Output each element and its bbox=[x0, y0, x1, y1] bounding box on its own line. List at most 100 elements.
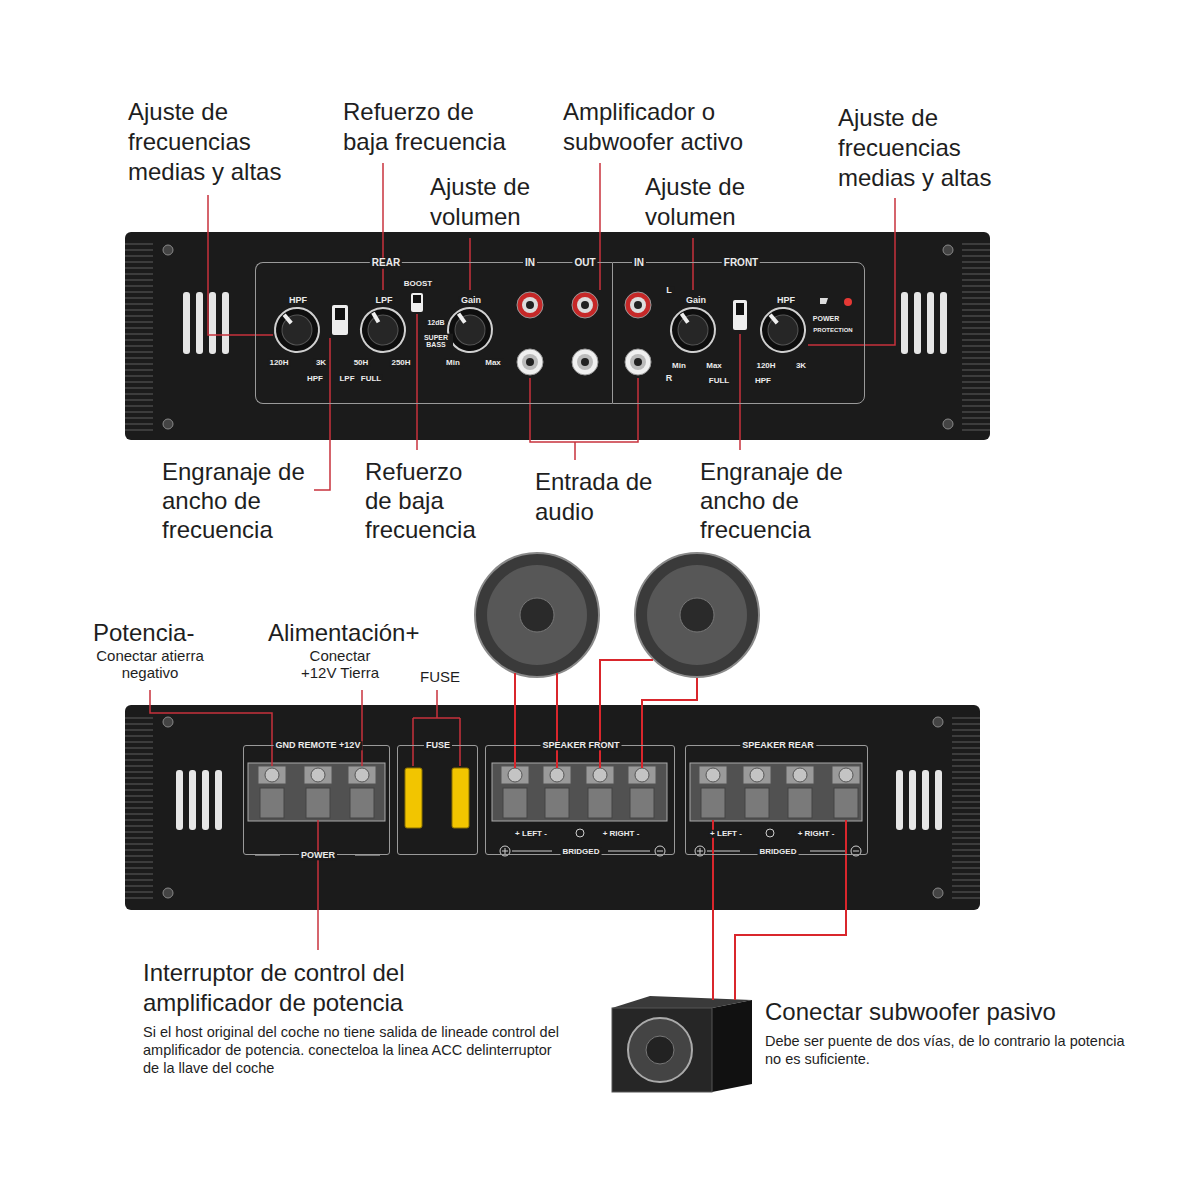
amplifier-control-panel bbox=[209, 292, 216, 354]
speaker bbox=[635, 553, 759, 677]
amplifier-terminal-panel bbox=[933, 888, 943, 898]
subwoofer-box bbox=[612, 1008, 712, 1092]
note-text: FUSE bbox=[420, 668, 460, 685]
terminal-block bbox=[793, 768, 807, 782]
rca-jack bbox=[581, 301, 589, 309]
amplifier-control-panel bbox=[943, 419, 953, 429]
panel-label: + RIGHT - bbox=[796, 830, 837, 838]
panel-section: SPEAKER REAR+ LEFT -+ RIGHT -BRIDGED bbox=[685, 745, 868, 855]
panel-label: IN bbox=[523, 258, 537, 269]
panel-label: FULL bbox=[359, 375, 383, 383]
callout-text: Engranaje de ancho de frecuencia bbox=[700, 457, 870, 544]
slide-switch bbox=[335, 308, 345, 320]
panel-label: + LEFT - bbox=[513, 830, 549, 838]
amplifier-terminal-panel bbox=[125, 705, 980, 910]
amplifier-terminal-panel bbox=[202, 770, 209, 830]
bridge-marking bbox=[576, 829, 584, 837]
terminal-block bbox=[701, 788, 725, 818]
rca-jack bbox=[577, 297, 593, 313]
terminal-block bbox=[258, 766, 286, 784]
panel-label: Min bbox=[444, 359, 462, 367]
terminal-block bbox=[260, 788, 284, 818]
power-led bbox=[820, 298, 828, 304]
panel-label: POWER bbox=[299, 851, 337, 860]
terminal-block bbox=[265, 768, 279, 782]
amplifier-terminal-panel bbox=[125, 705, 980, 910]
amplifier-control-panel bbox=[163, 245, 173, 255]
rca-jack bbox=[517, 349, 543, 375]
terminal-block bbox=[508, 768, 522, 782]
amplifier-control-panel bbox=[940, 292, 947, 354]
panel-section: SPEAKER FRONT+ LEFT -+ RIGHT -BRIDGED bbox=[485, 745, 675, 855]
callout-text: Alimentación+ bbox=[268, 618, 419, 648]
terminal-block bbox=[630, 788, 654, 818]
leader-line bbox=[739, 334, 741, 450]
panel-label: Max bbox=[483, 359, 503, 367]
terminal-block bbox=[743, 766, 771, 784]
panel-label: BOOST bbox=[402, 280, 434, 288]
bridge-marking bbox=[697, 848, 703, 854]
slide-switch bbox=[411, 293, 423, 312]
terminal-block bbox=[832, 766, 860, 784]
speaker-wire bbox=[642, 678, 697, 768]
knob bbox=[449, 309, 491, 351]
rca-jack bbox=[625, 292, 651, 318]
panel-label: + LEFT - bbox=[708, 830, 744, 838]
bridge-marking bbox=[255, 829, 861, 856]
leader-line bbox=[361, 690, 363, 766]
rca-jack bbox=[572, 292, 598, 318]
panel-section: INLRFRONTGainMinMaxFULLHPF120H3KHPFPOWER… bbox=[612, 262, 865, 404]
panel-label: GND REMOTE +12V bbox=[274, 741, 363, 750]
knob bbox=[353, 300, 413, 360]
rca-jack bbox=[517, 292, 543, 318]
amplifier-control-panel bbox=[927, 292, 934, 354]
callout-text: Engranaje de ancho de frecuencia bbox=[162, 457, 332, 544]
knob bbox=[266, 299, 328, 361]
knob bbox=[371, 312, 380, 324]
panel-label: HPF bbox=[287, 296, 309, 305]
power-led bbox=[844, 298, 852, 306]
panel-label: Max bbox=[704, 362, 724, 370]
terminal-block bbox=[258, 766, 860, 784]
bridge-marking bbox=[766, 829, 774, 837]
panel-label: SPEAKER REAR bbox=[740, 741, 816, 750]
knob bbox=[266, 299, 328, 361]
slide-switch bbox=[332, 305, 348, 335]
callout-text: Ajuste de volumen bbox=[645, 172, 775, 232]
amplifier-terminal-panel bbox=[922, 770, 929, 830]
panel-section: REARHPF120H3KHPFLPFLPF50H250HFULLBOOST12… bbox=[255, 262, 505, 404]
terminal-block bbox=[492, 763, 667, 821]
rca-jack bbox=[625, 349, 651, 375]
subwoofer-box bbox=[612, 996, 752, 1092]
rca-jack bbox=[517, 292, 651, 375]
amplifier-terminal-panel bbox=[935, 770, 942, 830]
slide-switch bbox=[736, 303, 744, 315]
amplifier-terminal-panel bbox=[125, 713, 153, 903]
knob bbox=[457, 312, 467, 323]
rca-jack bbox=[522, 354, 538, 370]
terminal-block bbox=[628, 766, 656, 784]
fuse bbox=[405, 768, 422, 828]
terminal-block bbox=[586, 766, 614, 784]
knob bbox=[672, 309, 714, 351]
subwoofer-box bbox=[712, 1000, 752, 1092]
terminal-block bbox=[750, 768, 764, 782]
fuse bbox=[405, 768, 469, 828]
terminal-block bbox=[545, 788, 569, 818]
speaker bbox=[475, 553, 759, 677]
speaker-wire bbox=[712, 820, 714, 1000]
knob bbox=[762, 309, 804, 351]
terminal-block bbox=[839, 768, 853, 782]
terminal-block bbox=[786, 766, 814, 784]
terminal-block bbox=[706, 768, 720, 782]
callout-text: Entrada de audio bbox=[535, 467, 655, 527]
terminal-block bbox=[690, 763, 862, 821]
terminal-block bbox=[350, 788, 374, 818]
speaker bbox=[475, 553, 599, 677]
terminal-block bbox=[550, 768, 564, 782]
panel-label: BRIDGED bbox=[561, 848, 602, 856]
terminal-block bbox=[501, 766, 529, 784]
slide-switch bbox=[332, 293, 747, 335]
leader-line bbox=[314, 338, 330, 490]
amplifier-terminal-panel bbox=[163, 888, 173, 898]
